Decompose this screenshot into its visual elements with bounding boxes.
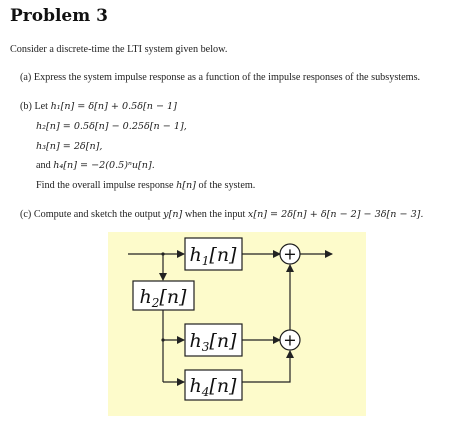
part-b-line-5: Find the overall impulse response h[n] o… bbox=[36, 180, 255, 191]
h1-block-base: h bbox=[190, 244, 202, 266]
h2-block-sub: 2 bbox=[151, 296, 160, 310]
h2-definition: h₂[n] = 0.5δ[n] − 0.25δ[n − 1], bbox=[36, 121, 187, 132]
svg-text:h4[n]: h4[n] bbox=[190, 375, 238, 399]
h4-block: h4[n] bbox=[184, 369, 243, 401]
h2-block-base: h bbox=[140, 286, 152, 308]
h3-block-arg: [n] bbox=[209, 330, 237, 352]
h2-block-arg: [n] bbox=[159, 286, 187, 308]
h3-block: h3[n] bbox=[184, 323, 243, 357]
adder-1-plus-icon: + bbox=[283, 245, 296, 264]
part-c: (c) Compute and sketch the output y[n] w… bbox=[20, 209, 423, 220]
overall-response-symbol: h[n] bbox=[176, 180, 196, 191]
h3-definition: h₃[n] = 2δ[n], bbox=[36, 141, 103, 152]
h4-to-adder2-line bbox=[242, 350, 294, 383]
part-c-text-b: when the input bbox=[184, 209, 246, 220]
svg-text:h1[n]: h1[n] bbox=[190, 244, 238, 268]
svg-text:h2[n]: h2[n] bbox=[140, 286, 188, 310]
part-a: (a) Express the system impulse response … bbox=[20, 72, 420, 83]
part-b-lead: Let bbox=[34, 101, 49, 112]
h4-block-base: h bbox=[190, 375, 202, 397]
h1-definition: h₁[n] = δ[n] + 0.5δ[n − 1] bbox=[50, 101, 177, 112]
h4-block-arg: [n] bbox=[209, 375, 237, 397]
h2-block: h2[n] bbox=[132, 280, 195, 311]
adder-2-plus-icon: + bbox=[283, 331, 296, 350]
h1-block-sub: 1 bbox=[202, 254, 210, 268]
part-b-line-3: h₃[n] = 2δ[n], bbox=[36, 141, 102, 152]
part-b-line-2: h₂[n] = 0.5δ[n] − 0.25δ[n − 1], bbox=[36, 121, 187, 132]
h4-block-sub: 4 bbox=[201, 385, 210, 399]
adder-1: + bbox=[279, 243, 301, 265]
find-tail: of the system. bbox=[198, 180, 256, 191]
part-b-label: (b) bbox=[20, 101, 32, 112]
part-b-line-4: and h₄[n] = −2(0.5)ⁿu[n]. bbox=[36, 160, 155, 171]
h1-block: h1[n] bbox=[184, 237, 243, 271]
part-c-label: (c) bbox=[20, 209, 32, 220]
svg-text:h3[n]: h3[n] bbox=[190, 330, 238, 354]
intro-text: Consider a discrete-time the LTI system … bbox=[10, 44, 228, 55]
h1-block-arg: [n] bbox=[209, 244, 237, 266]
part-a-label: (a) bbox=[20, 72, 32, 83]
and-word: and bbox=[36, 160, 51, 171]
h4-definition: h₄[n] = −2(0.5)ⁿu[n]. bbox=[53, 160, 155, 171]
h3-block-sub: 3 bbox=[202, 340, 210, 354]
part-c-text-a: Compute and sketch the output bbox=[33, 209, 161, 220]
adder-2: + bbox=[279, 329, 301, 351]
h3-block-base: h bbox=[190, 330, 202, 352]
input-expression: x[n] = 2δ[n] + δ[n − 2] − 3δ[n − 3]. bbox=[247, 209, 424, 220]
part-a-text: Express the system impulse response as a… bbox=[33, 72, 421, 83]
problem-title: Problem 3 bbox=[10, 6, 108, 26]
find-text: Find the overall impulse response bbox=[36, 180, 174, 191]
output-symbol: y[n] bbox=[163, 209, 183, 220]
part-b-line-1: (b) Let h₁[n] = δ[n] + 0.5δ[n − 1] bbox=[20, 101, 177, 112]
block-diagram: h1[n] h2[n] h3[n] h4[n] + + bbox=[108, 232, 366, 416]
block-diagram-svg: h1[n] h2[n] h3[n] h4[n] + + bbox=[128, 237, 333, 401]
